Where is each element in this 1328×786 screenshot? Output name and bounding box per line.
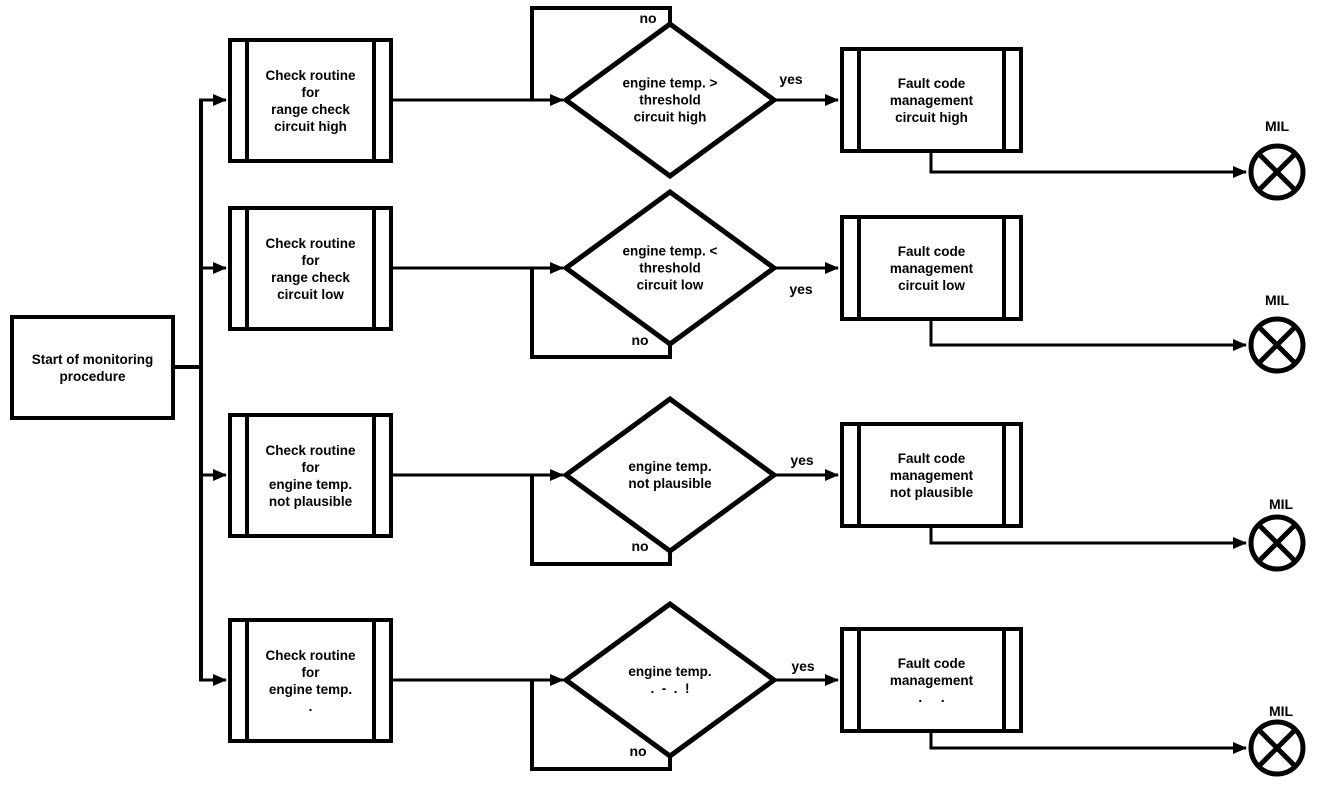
connector-no-loop-4: [530, 680, 672, 771]
mil-label-4: MIL: [1268, 703, 1294, 719]
yes-label-3: yes: [790, 452, 814, 468]
yes-label-4: yes: [791, 658, 815, 674]
check-routine-label-3: Check routine for engine temp. not plaus…: [265, 442, 356, 509]
decision-label-4: engine temp. . - . !: [628, 664, 712, 696]
no-label-1: no: [639, 10, 657, 26]
mil-lamp-icon-1: [1248, 143, 1306, 201]
mil-label-3: MIL: [1268, 496, 1294, 512]
fault-code-node-3: Fault code management not plausible: [840, 422, 1023, 528]
process-bar-icon: [245, 210, 249, 327]
connector-no-loop-3: [530, 475, 672, 566]
decision-diamond-1: [561, 20, 779, 180]
process-bar-icon: [372, 622, 376, 739]
mil-lamp-icon-2: [1248, 316, 1306, 374]
yes-label-2: yes: [789, 281, 813, 297]
start-node-label: Start of monitoring procedure: [31, 351, 154, 384]
connector-no-loop-1: [530, 6, 672, 100]
decision-diamond-4: [561, 600, 779, 760]
mil-lamp-icon-3: [1248, 514, 1306, 572]
decision-label-1: engine temp. > threshold circuit high: [622, 75, 718, 125]
process-bar-icon: [857, 426, 861, 524]
check-routine-node-4: Check routine for engine temp. .: [228, 618, 393, 743]
process-bar-icon: [857, 631, 861, 729]
fault-code-label-4: Fault code management . .: [889, 655, 974, 705]
no-label-3: no: [631, 538, 649, 554]
process-bar-icon: [372, 210, 376, 327]
check-routine-label-2: Check routine for range check circuit lo…: [265, 235, 356, 302]
mil-lamp-icon-4: [1248, 719, 1306, 777]
check-routine-node-3: Check routine for engine temp. not plaus…: [228, 413, 393, 538]
process-bar-icon: [1002, 219, 1006, 317]
check-routine-node-1: Check routine for range check circuit hi…: [228, 38, 393, 163]
process-bar-icon: [857, 51, 861, 149]
connector-fault-to-mil-1: [929, 151, 1247, 178]
mil-label-2: MIL: [1264, 292, 1290, 308]
decision-diamond-2: [561, 188, 779, 348]
fault-code-node-4: Fault code management . .: [840, 627, 1023, 733]
process-bar-icon: [245, 622, 249, 739]
connector-no-loop-2: [530, 268, 672, 359]
fault-code-label-3: Fault code management not plausible: [889, 450, 974, 500]
mil-label-1: MIL: [1264, 118, 1290, 134]
process-bar-icon: [1002, 426, 1006, 524]
connector-fault-to-mil-3: [929, 526, 1247, 549]
fault-code-node-1: Fault code management circuit high: [840, 47, 1023, 153]
no-label-2: no: [631, 332, 649, 348]
process-bar-icon: [245, 417, 249, 534]
process-bar-icon: [372, 42, 376, 159]
fault-code-label-2: Fault code management circuit low: [889, 243, 974, 293]
decision-label-2: engine temp. < threshold circuit low: [622, 243, 718, 293]
process-bar-icon: [245, 42, 249, 159]
yes-label-1: yes: [779, 71, 803, 87]
process-bar-icon: [1002, 51, 1006, 149]
connector-fault-to-mil-4: [929, 731, 1247, 754]
check-routine-label-4: Check routine for engine temp. .: [265, 647, 356, 714]
decision-diamond-3: [561, 395, 779, 555]
no-label-4: no: [629, 743, 647, 759]
process-bar-icon: [857, 219, 861, 317]
start-node: Start of monitoring procedure: [10, 315, 175, 420]
check-routine-label-1: Check routine for range check circuit hi…: [265, 67, 356, 134]
connector-fault-to-mil-2: [929, 319, 1247, 351]
process-bar-icon: [372, 417, 376, 534]
fault-code-node-2: Fault code management circuit low: [840, 215, 1023, 321]
fault-code-label-1: Fault code management circuit high: [889, 75, 974, 125]
check-routine-node-2: Check routine for range check circuit lo…: [228, 206, 393, 331]
decision-label-3: engine temp. not plausible: [628, 459, 712, 491]
process-bar-icon: [1002, 631, 1006, 729]
